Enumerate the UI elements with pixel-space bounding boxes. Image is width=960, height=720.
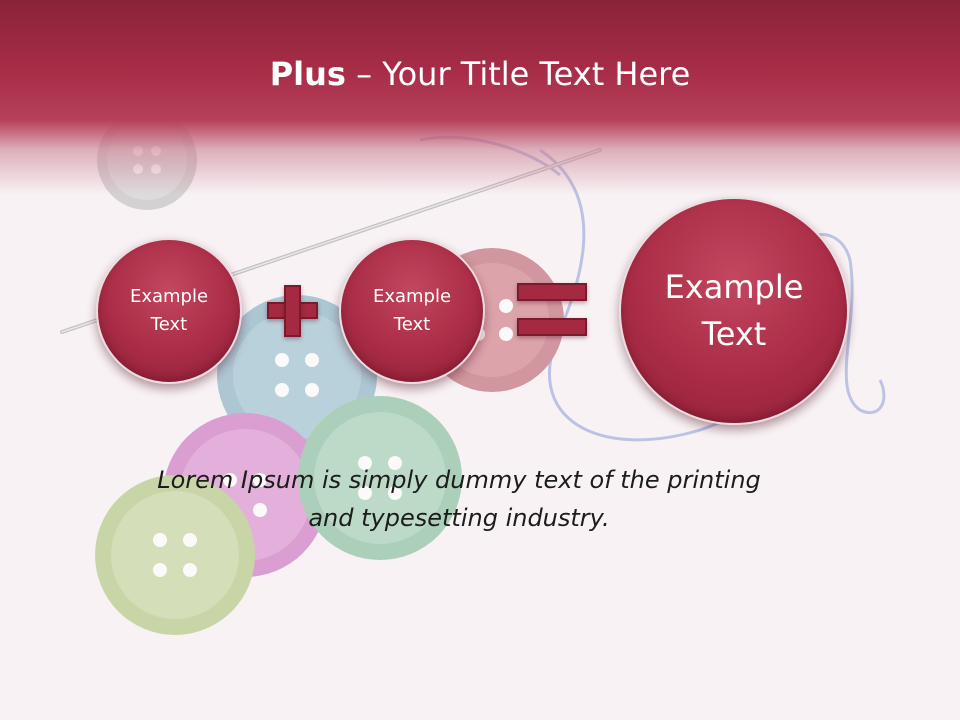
result-circle: Example Text [619,197,849,425]
title-text: – Your Title Text Here [345,55,691,93]
header-band [0,0,960,195]
step-two-circle: Example Text [339,238,485,384]
result-line-2: Text [701,315,767,353]
step-two-line-2: Text [393,314,431,335]
equals-operator-top-bar [517,283,587,301]
caption-line-2: and typesetting industry. [308,504,610,532]
step-one-line-2: Text [150,314,188,335]
step-one-circle: Example Text [96,238,242,384]
caption-line-1: Lorem Ipsum is simply dummy text of the … [157,466,761,494]
equals-operator-bottom-bar [517,318,587,336]
caption-text: Lorem Ipsum is simply dummy text of the … [100,461,818,537]
plus-operator-center [286,304,299,317]
result-line-1: Example [664,268,804,306]
slide-title: Plus – Your Title Text Here [0,52,960,96]
title-emphasis: Plus [269,55,346,93]
step-two-line-1: Example [372,286,452,307]
step-one-line-1: Example [129,286,209,307]
